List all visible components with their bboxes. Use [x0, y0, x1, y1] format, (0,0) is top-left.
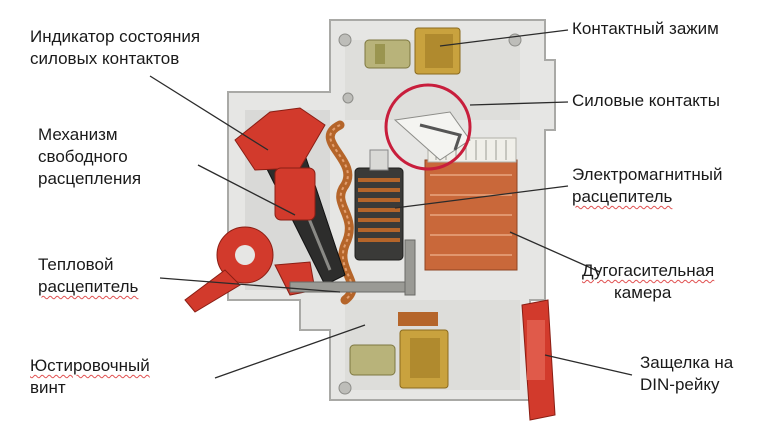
- label-free-trip-mechanism: Механизм свободного расцепления: [38, 125, 142, 188]
- red-status-indicator: [234, 107, 326, 221]
- callout-lines: [149, 29, 633, 379]
- label-electromagnetic-release: Электромагнитный расцепитель: [572, 165, 723, 206]
- label-terminal-clamp: Контактный зажим: [572, 19, 719, 38]
- din-rail-latch: [521, 299, 556, 421]
- top-terminal-clamp: [364, 27, 461, 75]
- callout-line-status-indicator: [149, 75, 269, 151]
- red-handle: [184, 226, 316, 313]
- callout-line-em-release: [394, 185, 569, 209]
- power-contacts-highlight-circle: [384, 83, 472, 171]
- callout-line-thermal: [159, 277, 341, 293]
- callout-line-arc-chamber: [509, 231, 601, 273]
- callout-line-power-contacts: [469, 101, 569, 106]
- label-arc-chamber: Дугогасительная камера: [582, 261, 715, 302]
- label-adjust-screw: Юстировочный винт: [30, 356, 150, 397]
- callout-line-adjust-screw: [214, 324, 366, 379]
- label-thermal-release: Тепловой расцепитель: [38, 255, 139, 296]
- thermal-bimetal-strip: [289, 239, 416, 296]
- callout-line-terminal: [439, 29, 569, 47]
- power-contacts: [393, 111, 471, 161]
- label-power-contacts: Силовые контакты: [572, 91, 720, 110]
- callout-line-din-latch: [544, 354, 633, 376]
- label-status-indicator: Индикатор состояния силовых контактов: [30, 27, 201, 68]
- callout-line-free-trip: [197, 164, 296, 216]
- bottom-terminal-clamp: [349, 312, 449, 389]
- electromagnetic-coil: [354, 149, 404, 261]
- label-din-rail-latch: Защелка на DIN-рейку: [640, 353, 734, 394]
- arc-chamber: [424, 137, 518, 271]
